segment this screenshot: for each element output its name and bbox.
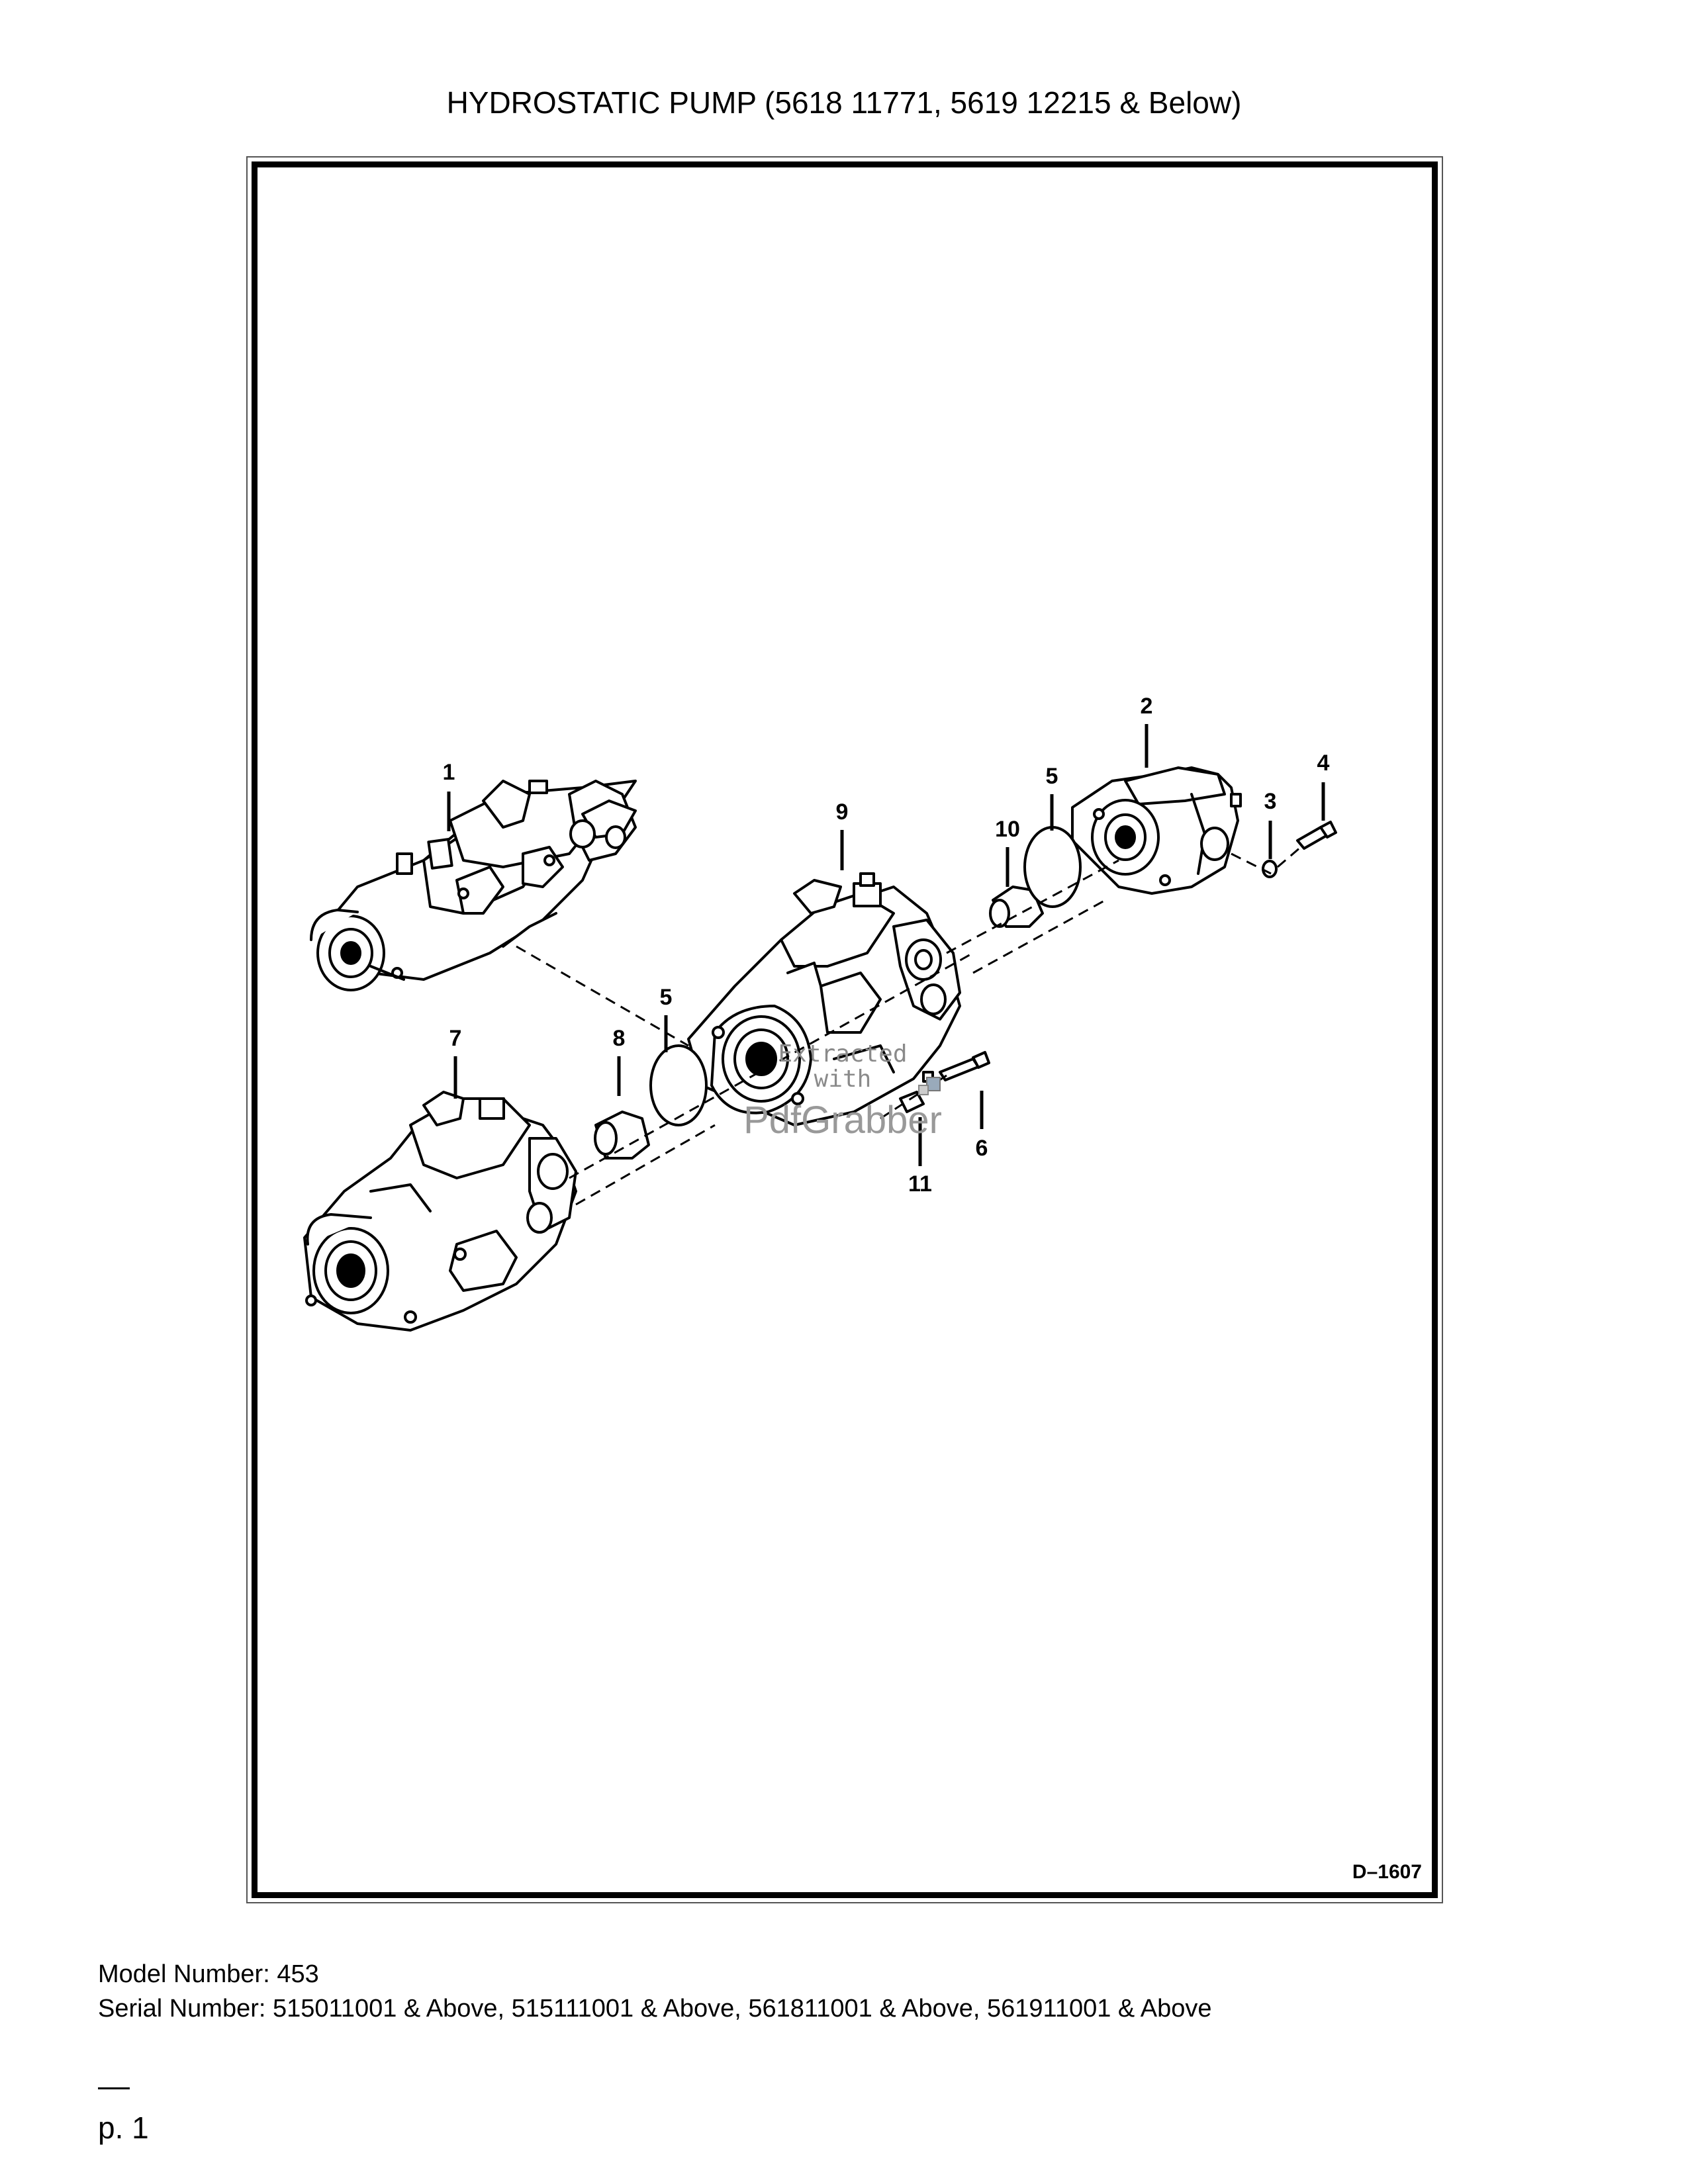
bolt-part-6 <box>939 1051 990 1081</box>
pump-assembly-part-1 <box>310 780 637 991</box>
callout-2: 2 <box>1141 694 1153 719</box>
callout-6: 6 <box>976 1136 988 1161</box>
rear-pump-part-7 <box>303 1091 577 1332</box>
page-title: HYDROSTATIC PUMP (5618 11771, 5619 12215… <box>446 85 1242 120</box>
callout-11: 11 <box>908 1171 932 1197</box>
o-ring-part-5-rear <box>649 1044 708 1126</box>
callout-3: 3 <box>1264 789 1277 814</box>
callout-9: 9 <box>836 799 849 825</box>
coupler-part-8 <box>594 1111 650 1160</box>
washer-part-3 <box>1262 860 1278 878</box>
callout-8: 8 <box>613 1026 626 1051</box>
diagram-frame <box>252 161 1438 1898</box>
bolt-part-4 <box>1296 821 1337 850</box>
watermark-logo-icon <box>918 1077 941 1095</box>
page-number: p. 1 <box>98 2111 149 2145</box>
serial-number: Serial Number: 515011001 & Above, 515111… <box>98 1995 1212 2023</box>
assembly-lines <box>516 846 1301 1206</box>
watermark-line-1: Extracted <box>778 1040 907 1068</box>
leader-lines <box>447 724 1325 1166</box>
charge-pump-part-2 <box>1071 766 1242 895</box>
drawing-code: D–1607 <box>1352 1861 1422 1883</box>
callout-10: 10 <box>995 817 1020 842</box>
coupler-part-10 <box>989 886 1044 928</box>
front-pump-part-9 <box>687 872 961 1126</box>
callout-5-front: 5 <box>1046 764 1058 789</box>
diagram-frame-outer <box>246 156 1443 1903</box>
callout-5-rear: 5 <box>660 985 673 1010</box>
model-number: Model Number: 453 <box>98 1960 319 1988</box>
page-divider <box>98 2087 130 2089</box>
watermark-line-3: PdfGrabber <box>743 1099 942 1142</box>
callout-4: 4 <box>1317 751 1330 776</box>
watermark-line-2: with <box>814 1066 872 1093</box>
callout-7: 7 <box>449 1026 462 1051</box>
callout-1: 1 <box>443 760 455 785</box>
o-ring-part-5-front <box>1023 826 1082 908</box>
